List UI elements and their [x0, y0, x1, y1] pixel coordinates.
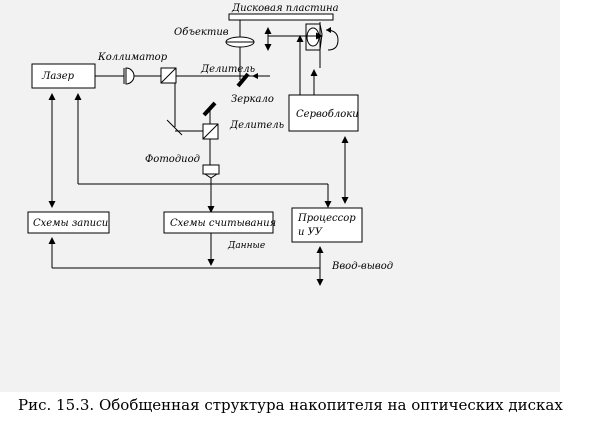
figure-caption: Рис. 15.3. Обобщенная структура накопите… [18, 396, 563, 414]
collimator: Коллиматор [97, 52, 168, 85]
diagram-background [0, 0, 560, 392]
processor-label-line2: и УУ [298, 227, 323, 238]
optical-drive-diagram: Дисковая пластина Объектив Лазер Коллима… [0, 0, 560, 392]
splitter-bottom: Делитель [202, 120, 284, 140]
data-label: Данные [227, 241, 265, 251]
read-circuits-block: Схемы считывания [163, 211, 276, 234]
disk-label: Дисковая пластина [231, 3, 339, 14]
read-circuits-label: Схемы считывания [170, 218, 276, 229]
laser-block: Лазер [31, 63, 96, 89]
laser-label: Лазер [41, 71, 75, 82]
write-circuits-block: Схемы записи [27, 211, 110, 234]
collimator-label: Коллиматор [97, 52, 168, 63]
servo-block: Сервоблоки [288, 94, 359, 132]
upper-mirror [236, 72, 270, 88]
splitter-top-label: Делитель [200, 64, 255, 75]
objective-lens: Объектив [174, 20, 255, 70]
io-label: Ввод-вывод [331, 261, 393, 272]
processor-label-line1: Процессор [297, 213, 356, 224]
splitter-bottom-label: Делитель [229, 120, 284, 131]
servo-label: Сервоблоки [296, 109, 359, 120]
disk-platter: Дисковая пластина [228, 3, 339, 21]
deflect-mirror [166, 119, 183, 136]
photodiode-label: Фотодиод [145, 154, 200, 165]
processor-block: Процессор и УУ [291, 207, 363, 243]
mirror-label: Зеркало [231, 94, 274, 105]
objective-label: Объектив [174, 27, 229, 38]
splitter-top: Делитель [160, 64, 255, 84]
write-circuits-label: Схемы записи [33, 218, 108, 229]
